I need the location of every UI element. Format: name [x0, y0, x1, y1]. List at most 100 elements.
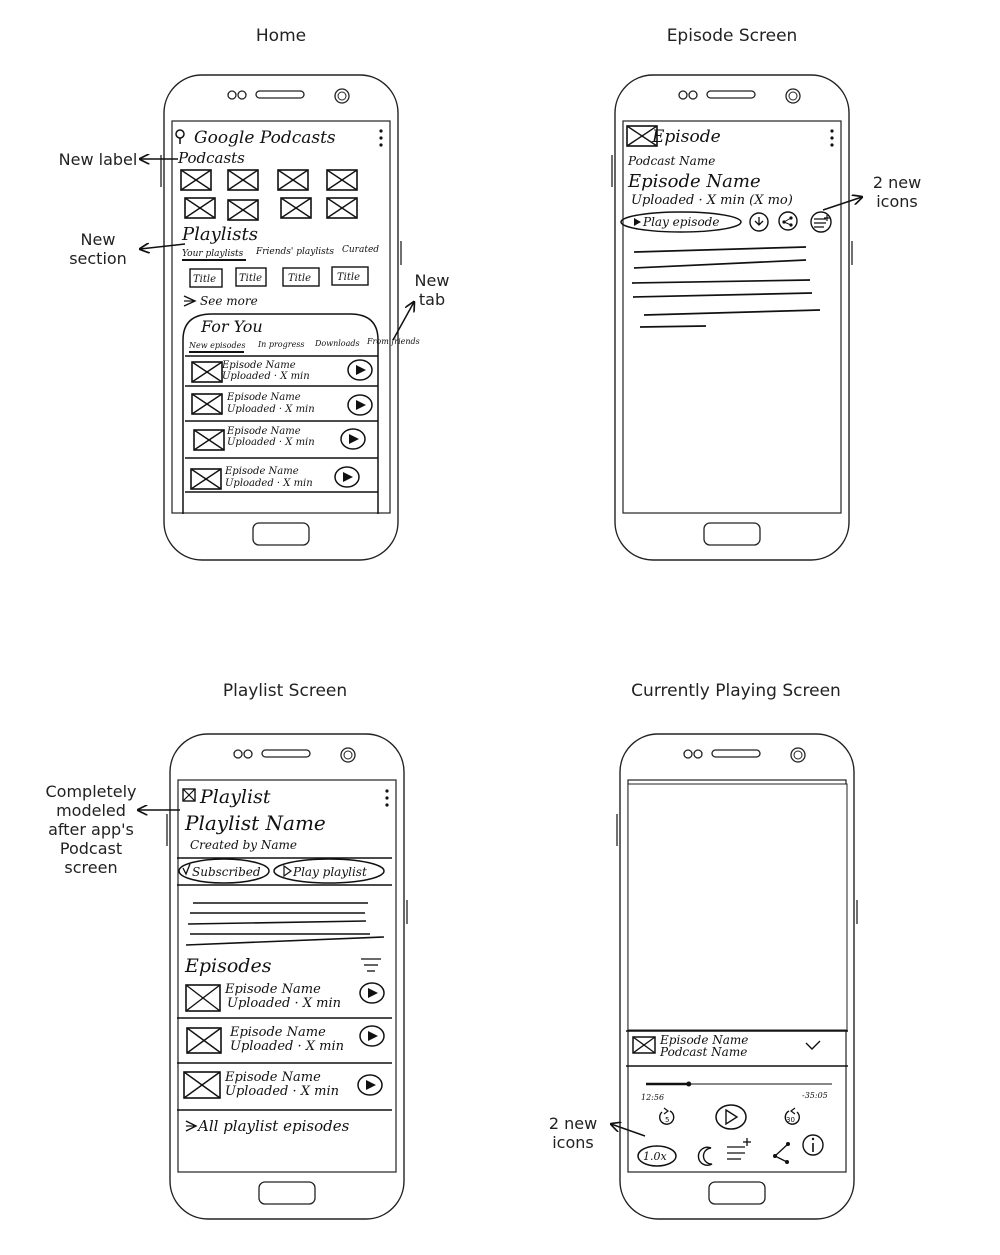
artwork-area [627, 783, 848, 1031]
home-title: Home [255, 26, 307, 46]
playlist-card[interactable] [235, 267, 267, 287]
playlist-card-title: Title [288, 273, 311, 284]
list-item[interactable]: Episode Name Uploaded · X min [185, 982, 385, 1012]
note-line: section [69, 249, 127, 268]
episode-name: Episode Name [224, 982, 321, 997]
home-overflow-menu-icon[interactable] [379, 129, 383, 147]
episode-name: Episode Name [226, 392, 301, 403]
playlist-card-title: Title [239, 273, 262, 284]
episode-play-button[interactable]: Play episode [620, 211, 742, 233]
playlist-created-by: Created by Name [190, 838, 297, 852]
home-playlist-cards: Title Title Title Title [189, 266, 369, 288]
episode-meta: Uploaded · X min [230, 1039, 344, 1054]
note-line: icons [876, 192, 918, 211]
annotation-arrows [138, 159, 862, 1137]
download-icon[interactable] [749, 212, 769, 232]
progress-knob[interactable] [686, 1081, 692, 1087]
note-new-label: New label [58, 150, 138, 169]
see-more-label: See more [200, 294, 258, 308]
list-item[interactable]: Episode Name Uploaded · X min [191, 359, 373, 383]
list-item[interactable]: Episode Name Uploaded · X min [186, 1025, 385, 1054]
episode-phone [611, 74, 853, 561]
note-line: New [414, 271, 450, 290]
for-you-tab-new-episodes[interactable]: New episodes [188, 341, 245, 350]
home-see-more-link[interactable]: See more [183, 294, 258, 308]
share-icon[interactable] [773, 1142, 790, 1164]
episode-meta: Uploaded · X min [225, 1084, 339, 1099]
list-item[interactable]: Episode Name Uploaded · X min [183, 1070, 383, 1099]
note-line: screen [64, 858, 118, 877]
progress-bar[interactable] [646, 1081, 832, 1087]
episode-meta: Uploaded · X min [225, 478, 313, 489]
episode-overflow-menu-icon[interactable] [830, 129, 834, 147]
list-item[interactable]: Episode Name Uploaded · X min [190, 466, 360, 490]
play-episode-label: Play episode [642, 215, 719, 229]
for-you-tab-from-friends[interactable]: From friends [366, 337, 420, 346]
list-item[interactable]: Episode Name Uploaded · X min [191, 392, 373, 416]
playlist-description-lines [185, 902, 385, 946]
playlist-episodes-heading: Episodes [184, 955, 272, 977]
play-playlist-label: Play playlist [292, 865, 367, 879]
home-tab-friends-playlists[interactable]: Friends' playlists [255, 247, 334, 257]
playlist-card[interactable] [282, 267, 320, 287]
play-playlist-button[interactable]: Play playlist [273, 858, 385, 884]
episode-meta: Uploaded · X min [227, 437, 315, 448]
playlist-header: Playlist [199, 786, 271, 808]
note-new-section: New section [60, 230, 136, 268]
sort-filter-icon[interactable] [361, 958, 381, 972]
add-to-playlist-icon[interactable] [810, 211, 832, 233]
all-playlist-episodes-label: All playlist episodes [196, 1117, 350, 1135]
all-playlist-episodes-link[interactable]: All playlist episodes [185, 1117, 350, 1135]
now-playing-episode-name: Episode Name [659, 1033, 748, 1047]
home-podcasts-label: Podcasts [177, 149, 245, 167]
svg-text:30: 30 [786, 1116, 795, 1124]
svg-text:5: 5 [665, 1116, 669, 1124]
episode-header: Episode [651, 127, 721, 147]
subscribed-button[interactable]: Subscribed [178, 858, 270, 884]
playlist-back-icon[interactable] [182, 788, 196, 802]
episode-description-lines [631, 246, 821, 328]
home-tab-curated[interactable]: Curated [342, 245, 379, 255]
time-elapsed: 12:56 [641, 1093, 664, 1102]
home-search-icon[interactable] [175, 129, 185, 144]
arrow-new-tab [392, 302, 414, 341]
now-playing-podcast-name: Podcast Name [659, 1045, 747, 1059]
playlist-name: Playlist Name [184, 811, 326, 835]
rewind-icon[interactable]: 5 [659, 1107, 675, 1125]
fast-forward-icon[interactable]: 30 [784, 1107, 800, 1125]
episode-name: Episode Name [229, 1025, 326, 1040]
note-completely-modeled: Completely modeled after app's Podcast s… [36, 782, 146, 877]
home-tab-your-playlists[interactable]: Your playlists [182, 249, 244, 259]
for-you-tab-downloads[interactable]: Downloads [314, 339, 360, 348]
arrow-two-new-icons-bottom [611, 1124, 646, 1137]
playlist-overflow-menu-icon[interactable] [385, 789, 389, 807]
episode-meta: Uploaded · X min (X mo) [631, 193, 793, 208]
home-playlists-heading: Playlists [181, 224, 258, 245]
playback-speed-label: 1.0x [643, 1150, 667, 1163]
play-pause-button[interactable] [715, 1104, 747, 1130]
time-remaining: -35:05 [802, 1091, 828, 1100]
share-icon[interactable] [778, 211, 798, 231]
for-you-heading: For You [200, 317, 263, 336]
episode-meta: Uploaded · X min [227, 996, 341, 1011]
add-to-playlist-icon[interactable] [727, 1138, 751, 1160]
playback-speed-button[interactable]: 1.0x [637, 1145, 677, 1167]
note-line: after app's [48, 820, 134, 839]
info-icon[interactable] [802, 1134, 824, 1156]
episode-screen-title: Episode Screen [666, 26, 798, 46]
note-line: New [80, 230, 116, 249]
episode-name: Episode Name [627, 171, 761, 192]
note-new-tab: New tab [404, 271, 460, 309]
sleep-timer-moon-icon[interactable] [697, 1146, 713, 1166]
note-line: 2 new [548, 1114, 598, 1133]
home-app-title: Google Podcasts [194, 128, 336, 148]
collapse-chevron-icon[interactable] [805, 1040, 821, 1050]
list-item[interactable]: Episode Name Uploaded · X min [193, 426, 366, 451]
playlist-screen-title: Playlist Screen [222, 681, 348, 701]
playlist-card[interactable] [189, 268, 223, 288]
for-you-tab-in-progress[interactable]: In progress [257, 340, 305, 349]
episode-name: Episode Name [221, 360, 296, 371]
note-line: 2 new [872, 173, 922, 192]
playlist-card[interactable] [331, 266, 369, 286]
